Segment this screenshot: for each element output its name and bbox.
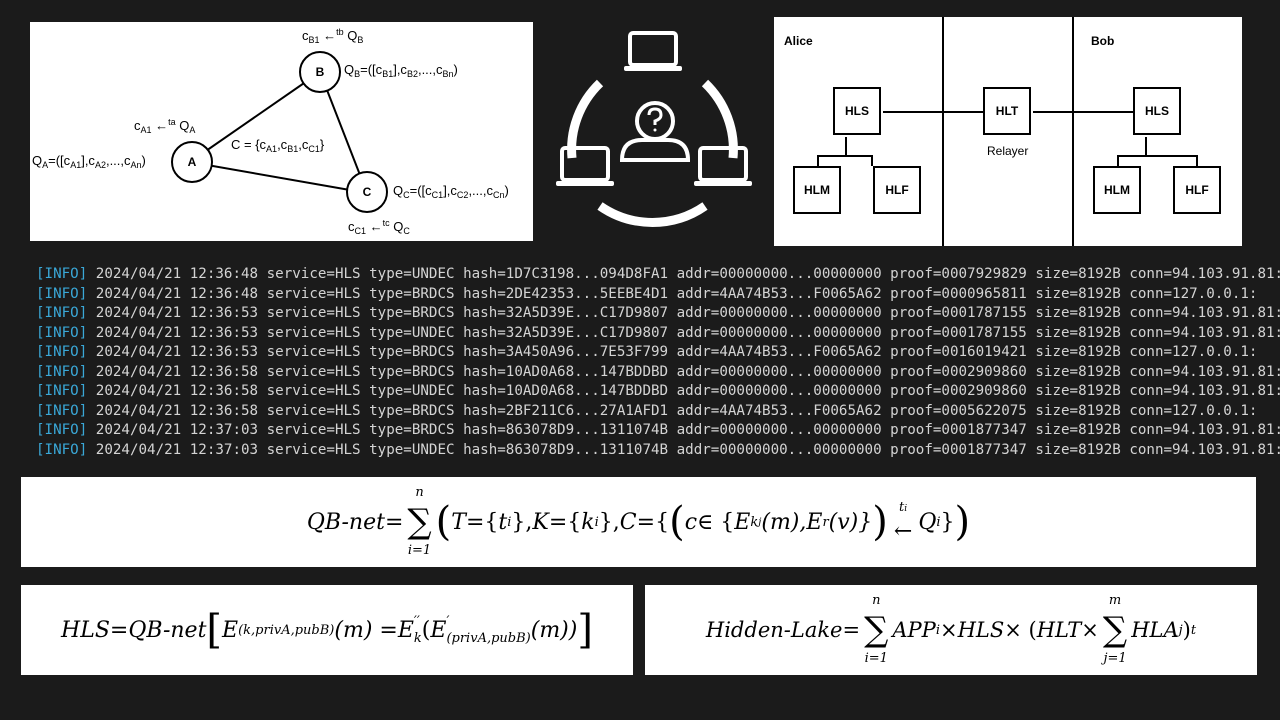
hls-formula: HLS = QB-net[ E(k,privA,pubB)(m) = E′′k(… [21,585,633,675]
log-level: [INFO] [36,402,88,419]
label-cb-top: cB1 ←tb QB [302,27,364,45]
log-message: 2024/04/21 12:36:58 service=HLS type=BRD… [87,402,1258,419]
ring-arc-bottom [597,202,708,227]
log-message: 2024/04/21 12:36:58 service=HLS type=UND… [87,383,1280,399]
log-line: [INFO] 2024/04/21 12:37:03 service=HLS t… [36,421,1280,441]
anonymous-network-icon [556,31,752,227]
log-message: 2024/04/21 12:36:53 service=HLS type=UND… [87,324,1280,341]
node-c: C [346,171,388,213]
laptop-icon-left [556,146,614,186]
hlf-bob: HLF [1173,166,1221,214]
edge-a-b [189,71,321,163]
log-level: [INFO] [36,383,88,399]
label-c-set: C = {cA1,cB1,cC1} [231,137,325,154]
arrow-operator: ti← [893,499,913,544]
log-line: [INFO] 2024/04/21 12:36:53 service=HLS t… [36,304,1280,324]
log-line: [INFO] 2024/04/21 12:36:53 service=HLS t… [36,324,1280,344]
log-level: [INFO] [36,266,88,282]
node-a: A [171,141,213,183]
log-message: 2024/04/21 12:37:03 service=HLS type=BRD… [87,422,1280,438]
log-level: [INFO] [36,305,88,321]
log-message: 2024/04/21 12:36:58 service=HLS type=BRD… [87,363,1280,380]
log-message: 2024/04/21 12:36:48 service=HLS type=BRD… [87,285,1258,302]
hlf-alice: HLF [873,166,921,214]
hlt-relayer: HLT [983,87,1031,135]
label-cc-bottom: cC1 ←tc QC [348,218,410,236]
sum-operator: n∑i=1 [864,593,889,666]
log-line: [INFO] 2024/04/21 12:36:58 service=HLS t… [36,382,1280,402]
log-level: [INFO] [36,441,88,458]
log-line: [INFO] 2024/04/21 12:37:03 service=HLS t… [36,441,1280,461]
architecture-diagram: Alice Bob HLS HLT HLS Relayer HLM HLF HL… [774,17,1242,246]
divider-left [942,17,944,246]
log-line: [INFO] 2024/04/21 12:36:53 service=HLS t… [36,343,1280,363]
log-line: [INFO] 2024/04/21 12:36:58 service=HLS t… [36,402,1280,422]
laptop-icon-top [624,31,682,71]
label-qb: QB=([cB1],cB2,...,cBn) [344,62,458,79]
log-level: [INFO] [36,344,88,360]
bob-label: Bob [1091,34,1115,48]
label-qa: QA=([cA1],cA2,...,cAn) [32,153,146,170]
relayer-label: Relayer [987,144,1029,158]
log-line: [INFO] 2024/04/21 12:36:48 service=HLS t… [36,285,1280,305]
laptop-icon-right [694,146,752,186]
hlm-bob: HLM [1093,166,1141,214]
log-message: 2024/04/21 12:36:53 service=HLS type=BRD… [87,305,1280,321]
node-b: B [299,51,341,93]
log-output: [INFO] 2024/04/21 12:36:48 service=HLS t… [36,265,1280,460]
label-ca-top: cA1 ←ta QA [134,117,196,135]
log-message: 2024/04/21 12:37:03 service=HLS type=UND… [87,441,1280,458]
label-qc: QC=([cC1],cC2,...,cCn) [393,183,509,200]
log-message: 2024/04/21 12:36:48 service=HLS type=UND… [87,266,1280,282]
formula-term: QB-net [306,509,385,535]
log-level: [INFO] [36,422,88,438]
sum-operator: m∑j=1 [1102,593,1128,666]
sum-operator: n∑i=1 [407,485,432,558]
edge-a-c [189,161,368,194]
log-line: [INFO] 2024/04/21 12:36:58 service=HLS t… [36,363,1280,383]
graph-edges [189,71,368,194]
log-level: [INFO] [36,363,88,380]
alice-label: Alice [784,34,813,48]
anonymous-user-icon [619,101,691,162]
hls-bob: HLS [1133,87,1181,135]
log-line: [INFO] 2024/04/21 12:36:48 service=HLS t… [36,265,1280,285]
consensus-graph-diagram: A B C cB1 ←tb QB cA1 ←ta QA cC1 ←tc QC Q… [30,22,533,241]
hlm-alice: HLM [793,166,841,214]
log-level: [INFO] [36,324,88,341]
divider-right [1072,17,1074,246]
hls-alice: HLS [833,87,881,135]
log-message: 2024/04/21 12:36:53 service=HLS type=BRD… [87,344,1258,360]
log-level: [INFO] [36,285,88,302]
architecture-connectors [817,111,1198,166]
